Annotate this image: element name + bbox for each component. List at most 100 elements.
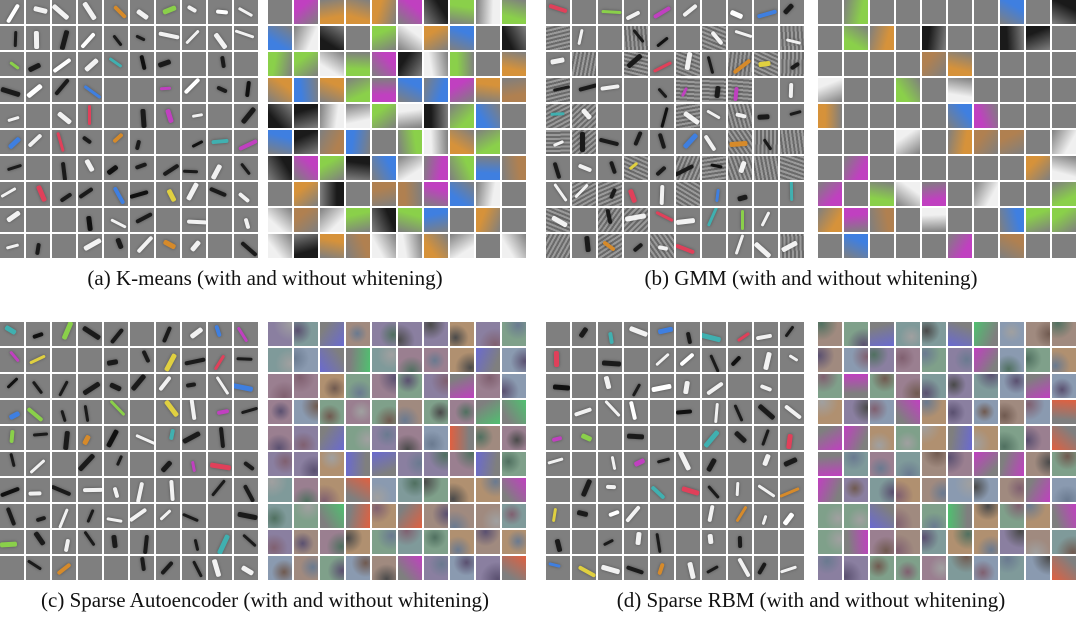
edge-stroke xyxy=(735,482,740,497)
filter-patch xyxy=(702,0,726,24)
filter-patch xyxy=(0,348,24,372)
edge-stroke xyxy=(31,331,44,339)
filter-patch xyxy=(948,52,972,76)
filter-patch xyxy=(268,452,292,476)
filter-patch xyxy=(450,530,474,554)
filter-patch xyxy=(208,452,232,476)
edge-stroke xyxy=(52,3,71,21)
filter-patch xyxy=(398,104,422,128)
edge-stroke xyxy=(168,428,175,441)
filter-patch xyxy=(208,78,232,102)
filter-patch xyxy=(922,0,946,24)
filter-patch xyxy=(624,78,648,102)
filter-patch xyxy=(896,478,920,502)
filter-patch xyxy=(234,478,258,502)
filter-grid-whitened xyxy=(0,322,258,580)
filter-patch xyxy=(870,400,894,424)
filter-grid-raw xyxy=(818,0,1076,258)
filter-patch xyxy=(1000,26,1024,50)
edge-stroke xyxy=(238,138,258,152)
edge-stroke xyxy=(683,110,700,126)
edge-stroke xyxy=(706,485,720,500)
filter-patch xyxy=(780,208,804,232)
edge-stroke xyxy=(56,562,72,576)
edge-stroke xyxy=(135,139,142,151)
filter-patch xyxy=(870,530,894,554)
filter-patch xyxy=(156,156,180,180)
filter-patch xyxy=(870,52,894,76)
filter-patch xyxy=(424,426,448,450)
edge-stroke xyxy=(733,86,740,101)
filter-patch xyxy=(598,322,622,346)
filter-patch xyxy=(476,208,500,232)
edge-stroke xyxy=(553,384,570,391)
filter-patch xyxy=(870,130,894,154)
filter-patch xyxy=(346,556,370,580)
edge-stroke xyxy=(28,491,42,496)
filter-patch xyxy=(450,0,474,24)
filter-patch xyxy=(974,156,998,180)
filter-patch xyxy=(896,348,920,372)
edge-stroke xyxy=(159,459,173,473)
filter-patch xyxy=(780,52,804,76)
edge-stroke xyxy=(112,486,120,499)
filter-patch xyxy=(676,208,700,232)
filter-patch xyxy=(974,26,998,50)
filter-patch xyxy=(234,208,258,232)
filter-patch xyxy=(728,156,752,180)
edge-stroke xyxy=(734,30,752,39)
filter-patch xyxy=(1000,234,1024,258)
filter-patch xyxy=(624,400,648,424)
edge-stroke xyxy=(754,241,772,258)
filter-patch xyxy=(546,400,570,424)
filter-patch xyxy=(0,322,24,346)
filter-patch xyxy=(1026,348,1050,372)
filter-patch xyxy=(1052,208,1076,232)
filter-patch xyxy=(26,452,50,476)
filter-patch xyxy=(424,348,448,372)
edge-stroke xyxy=(608,160,617,174)
edge-stroke xyxy=(191,140,204,149)
filter-patch xyxy=(948,530,972,554)
filter-patch xyxy=(294,452,318,476)
filter-patch xyxy=(728,234,752,258)
filter-patch xyxy=(502,130,526,154)
filter-patch xyxy=(130,374,154,398)
filter-patch xyxy=(844,234,868,258)
filter-patch xyxy=(676,322,700,346)
filter-patch xyxy=(1026,556,1050,580)
filter-patch xyxy=(0,182,24,206)
edge-stroke xyxy=(679,352,695,367)
filter-patch xyxy=(1000,348,1024,372)
filter-patch xyxy=(156,182,180,206)
filter-grids xyxy=(546,0,1076,258)
edge-stroke xyxy=(707,505,715,523)
filter-patch xyxy=(974,400,998,424)
edge-stroke xyxy=(188,326,204,339)
filter-patch xyxy=(424,78,448,102)
edge-stroke xyxy=(190,461,196,473)
edge-stroke xyxy=(735,112,747,119)
filter-patch xyxy=(26,504,50,528)
filter-patch xyxy=(1026,182,1050,206)
filter-patch xyxy=(702,52,726,76)
filter-patch xyxy=(1000,130,1024,154)
filter-patch xyxy=(398,478,422,502)
filter-patch xyxy=(182,26,206,50)
edge-stroke xyxy=(789,82,794,99)
filter-patch xyxy=(948,348,972,372)
filter-patch xyxy=(78,452,102,476)
filter-patch xyxy=(398,52,422,76)
filter-patch xyxy=(1052,156,1076,180)
filter-patch xyxy=(182,78,206,102)
filter-patch xyxy=(156,52,180,76)
edge-stroke xyxy=(61,161,68,180)
filter-patch xyxy=(372,156,396,180)
filter-patch xyxy=(476,26,500,50)
edge-stroke xyxy=(625,504,642,523)
edge-stroke xyxy=(573,183,589,199)
filter-patch xyxy=(268,556,292,580)
edge-stroke xyxy=(217,534,231,554)
filter-patch xyxy=(922,504,946,528)
filter-patch xyxy=(182,556,206,580)
